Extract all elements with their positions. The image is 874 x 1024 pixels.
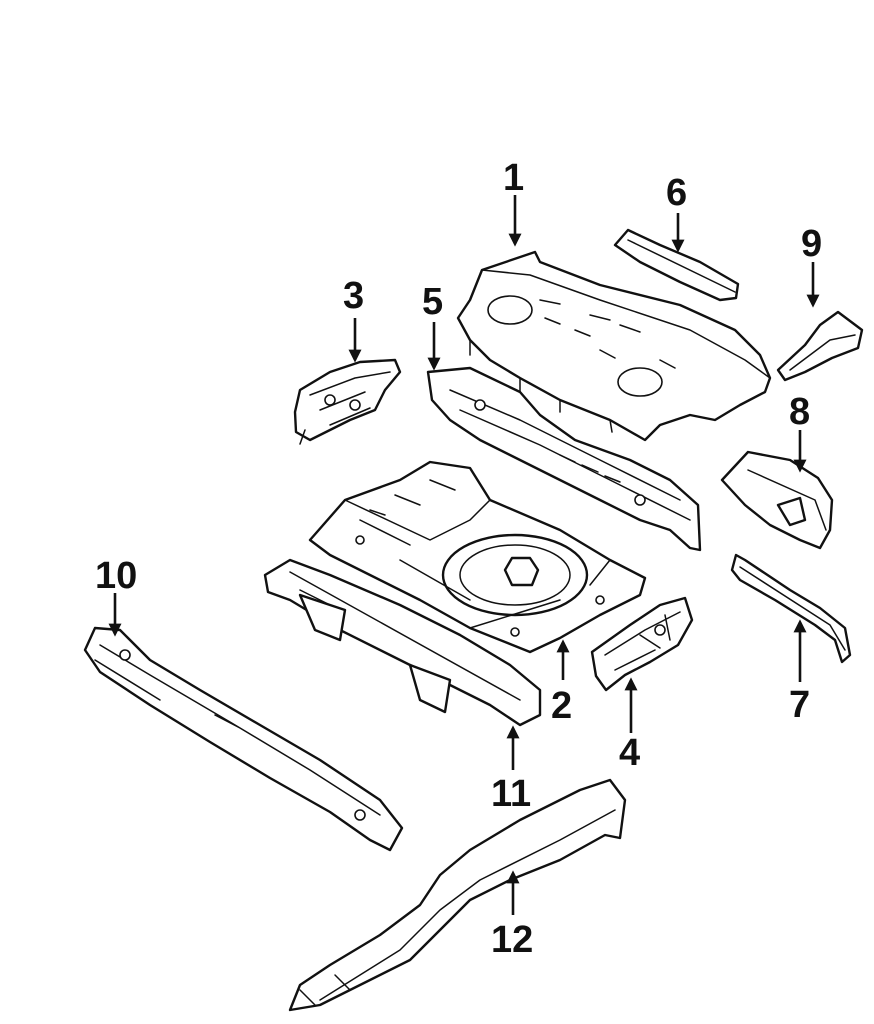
part-7-lower-extension bbox=[730, 553, 852, 664]
callout-9: 9 bbox=[801, 223, 822, 265]
callout-8: 8 bbox=[789, 391, 810, 433]
callout-leaders bbox=[108, 195, 820, 915]
part-12-side-rail bbox=[288, 778, 627, 1012]
callout-labels: 1 2 3 4 5 6 7 8 9 10 11 12 bbox=[95, 157, 822, 961]
part-1-package-tray bbox=[456, 250, 772, 442]
part-11-rear-crossmember bbox=[263, 558, 542, 727]
callout-5: 5 bbox=[422, 281, 443, 323]
callout-1: 1 bbox=[503, 157, 524, 199]
part-2-rear-floor-pan bbox=[308, 460, 647, 654]
part-5-rear-panel bbox=[426, 366, 702, 552]
callout-11: 11 bbox=[491, 773, 531, 815]
part-9-corner-bracket bbox=[776, 310, 864, 382]
callout-3: 3 bbox=[343, 275, 364, 317]
callout-2: 2 bbox=[551, 685, 572, 727]
part-3-bracket bbox=[293, 358, 402, 445]
callout-4: 4 bbox=[619, 732, 640, 774]
part-4-bracket bbox=[590, 596, 694, 692]
callout-10: 10 bbox=[95, 555, 137, 597]
callout-7: 7 bbox=[789, 684, 810, 726]
part-10-crossmember bbox=[83, 626, 404, 852]
part-8-side-bracket bbox=[720, 450, 834, 550]
callout-12: 12 bbox=[491, 919, 533, 961]
callout-6: 6 bbox=[666, 172, 687, 214]
part-6-upper-rail bbox=[613, 228, 740, 302]
